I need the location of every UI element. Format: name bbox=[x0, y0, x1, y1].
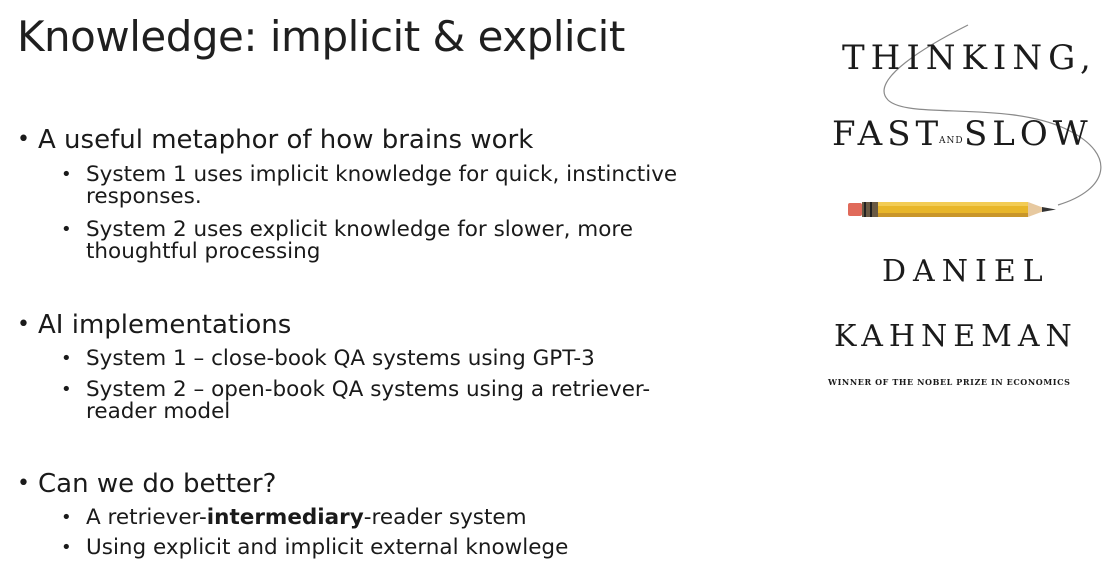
book-author-last: KAHNEMAN bbox=[834, 319, 1078, 354]
bullet-text-line: Using explicit and implicit external kno… bbox=[86, 535, 569, 560]
book-cover-image: THINKING, FAST AND SLOW DANIEL KAHNEMAN … bbox=[818, 20, 1108, 400]
bullet-dot: • bbox=[61, 537, 72, 558]
bullet-level2: • System 1 uses implicit knowledge for q… bbox=[61, 162, 777, 209]
bullet-text-line: System 2 – open-book QA systems using a … bbox=[86, 377, 651, 402]
bullet-level1: • A useful metaphor of how brains work bbox=[17, 125, 777, 155]
book-author-first: DANIEL bbox=[882, 254, 1050, 289]
book-title-and: AND bbox=[939, 136, 964, 146]
bullet-level2: • System 2 – open-book QA systems using … bbox=[61, 377, 777, 424]
bullet-text-post: -reader system bbox=[363, 505, 527, 530]
bullet-dot: • bbox=[61, 219, 72, 240]
bullet-level2: • System 2 uses explicit knowledge for s… bbox=[61, 217, 777, 264]
bullet-dot: • bbox=[61, 507, 72, 528]
bullet-level1: • Can we do better? bbox=[17, 469, 777, 499]
bullet-dot: • bbox=[17, 127, 30, 152]
pencil-eraser bbox=[848, 203, 862, 216]
bullet-text-line: thoughtful processing bbox=[86, 239, 321, 264]
bullet-dot: • bbox=[61, 379, 72, 400]
bullet-level1: • AI implementations bbox=[17, 310, 777, 340]
book-title-thinking: THINKING, bbox=[842, 38, 1097, 78]
slide-title: Knowledge: implicit & explicit bbox=[17, 12, 625, 61]
bullet-text-line: responses. bbox=[86, 184, 202, 209]
section-brain-metaphor: • A useful metaphor of how brains work •… bbox=[17, 125, 777, 263]
bullet-heading: Can we do better? bbox=[38, 469, 277, 499]
bullet-text-pre: A retriever- bbox=[86, 505, 207, 530]
bullet-level2: • A retriever-intermediary-reader system bbox=[61, 505, 777, 530]
bullet-level2: • Using explicit and implicit external k… bbox=[61, 535, 777, 560]
bullet-dot: • bbox=[61, 164, 72, 185]
bullet-text-line: System 1 uses implicit knowledge for qui… bbox=[86, 162, 678, 187]
book-title-fast: FAST bbox=[832, 114, 944, 154]
bullet-level2: • System 1 – close-book QA systems using… bbox=[61, 346, 777, 371]
section-ai-implementations: • AI implementations • System 1 – close-… bbox=[17, 310, 777, 423]
bullet-text-line: reader model bbox=[86, 399, 231, 424]
bullet-dot: • bbox=[61, 348, 72, 369]
pencil-trail-line bbox=[883, 24, 1102, 206]
section-do-better: • Can we do better? • A retriever-interm… bbox=[17, 469, 777, 559]
bullet-heading: A useful metaphor of how brains work bbox=[38, 125, 534, 155]
pencil-icon bbox=[848, 202, 1056, 217]
bullet-dot: • bbox=[17, 312, 30, 337]
bullet-text-line: System 1 – close-book QA systems using G… bbox=[86, 346, 595, 371]
bullet-text-line: System 2 uses explicit knowledge for slo… bbox=[86, 217, 633, 242]
bullet-dot: • bbox=[17, 471, 30, 496]
book-tagline: WINNER OF THE NOBEL PRIZE IN ECONOMICS bbox=[828, 377, 1071, 387]
pencil-tip-wood bbox=[1028, 202, 1048, 217]
book-title-slow: SLOW bbox=[964, 114, 1093, 154]
pencil-lead bbox=[1042, 207, 1056, 212]
bullet-heading: AI implementations bbox=[38, 310, 292, 340]
pencil-line-drawing bbox=[848, 24, 1102, 217]
bullet-text-bold: intermediary bbox=[206, 505, 364, 530]
